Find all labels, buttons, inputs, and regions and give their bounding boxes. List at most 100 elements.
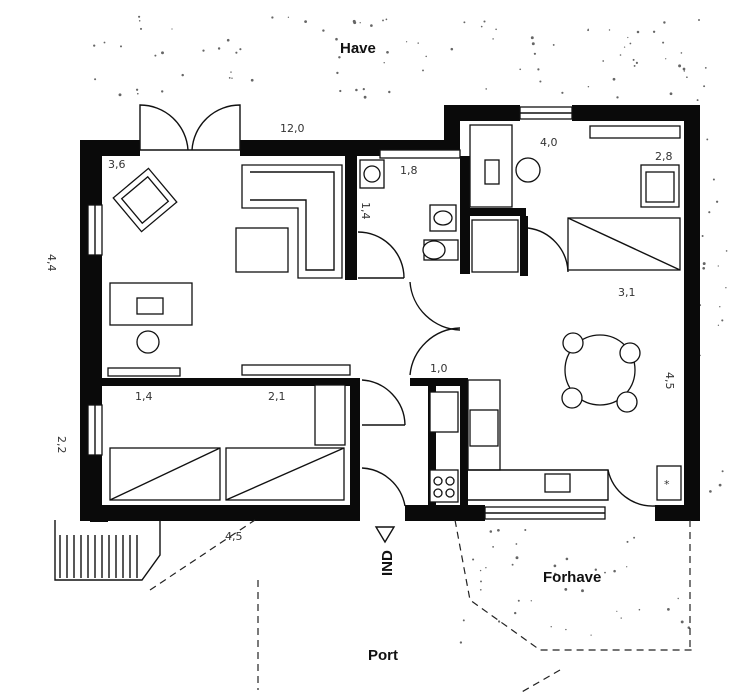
garden-speck [362,87,365,91]
garden-speck [386,50,389,54]
dim-bedroom2-left: 1,4 [135,390,153,403]
garden-speck [531,42,535,46]
garden-speck [479,569,482,572]
gate-label: Port [368,647,398,664]
garden-speck [565,557,569,561]
garden-speck [587,29,590,32]
garden-speck [701,235,704,237]
garden-speck [352,19,356,23]
dim-livingroom-width: 3,6 [108,158,126,171]
garden-speck [564,588,568,591]
garden-speck [485,567,487,569]
garden-speck [93,44,96,47]
garden-speck [138,15,141,18]
garden-speck [483,20,486,23]
garden-speck [533,52,537,55]
garden-speck [581,589,584,593]
garden-speck [717,324,720,326]
garden-speck [677,597,679,600]
garden-speck [717,265,719,267]
garden-speck [539,80,542,83]
living-room-furniture [107,164,351,377]
garden-speck [385,18,388,21]
dim-left-lower-depth: 2,2 [55,436,68,454]
garden-speck [139,27,143,30]
svg-text:*: * [664,478,670,491]
garden-speck [619,54,622,56]
garden-speck [517,599,520,602]
garden-speck [462,619,465,622]
garden-speck [171,28,173,30]
garden-speck [623,46,626,48]
garden-speck [479,588,482,591]
garden-label: Have [340,40,376,57]
bathroom-fixtures [359,159,459,261]
garden-speck [721,319,724,322]
garden-speck [485,88,488,90]
garden-speck [339,89,342,93]
garden-speck [335,37,338,41]
garden-speck [683,70,686,72]
windows [87,106,606,520]
garden-speck [678,64,682,68]
garden-speck [709,490,712,493]
garden-speck [703,85,706,88]
front-garden-label: Forhave [543,569,601,586]
garden-speck [702,266,706,270]
garden-speck [271,16,274,19]
garden-speck [706,138,709,141]
garden-speck [235,51,238,54]
garden-speck [635,61,639,65]
garden-speck [725,250,728,252]
garden-speck [627,36,629,39]
kitchen-fixtures: * [429,379,682,503]
garden-speck [696,99,699,102]
garden-speck [355,88,358,92]
garden-speck [565,628,567,631]
bedroom-2-furniture [109,384,346,501]
garden-speck [721,470,724,473]
bedroom-1-furniture [469,124,681,273]
garden-speck [662,41,665,44]
garden-speck [686,76,688,79]
driveway-lines [149,519,695,693]
garden-speck [680,52,683,54]
garden-speck [422,69,424,72]
garden-speck [138,20,141,22]
garden-speck [553,564,557,568]
dim-middle-depth: 3,1 [618,286,636,299]
garden-speck [718,483,722,487]
garden-speck [382,19,384,22]
garden-speck [370,24,373,27]
garden-speck [497,528,500,532]
garden-speck [638,608,641,611]
garden-speck [338,56,341,59]
garden-speck [359,51,362,54]
garden-speck [495,28,497,31]
garden-speck [608,29,611,31]
garden-speck [489,530,493,533]
garden-speck [715,200,719,203]
garden-speck [680,620,684,624]
garden-speck [590,634,592,636]
garden-speck [698,19,700,21]
garden-speck [217,47,221,50]
garden-speck [480,580,482,583]
garden-speck [629,42,632,45]
garden-speck [530,600,532,602]
garden-speck [573,577,575,579]
dim-bathroom-depth: 1,4 [359,202,372,220]
garden-speck [524,528,527,532]
garden-speck [626,566,628,568]
garden-speck [226,38,230,42]
dim-bottom-width: 4,5 [225,530,243,543]
garden-speck [708,211,711,214]
garden-speck [383,62,385,64]
garden-speck [515,543,518,545]
garden-speck [712,178,715,181]
garden-speck [633,64,636,67]
dim-bedroom1-right: 2,8 [655,150,673,163]
interior-walls [90,156,528,522]
garden-speck [336,71,339,75]
garden-speck [519,68,522,71]
